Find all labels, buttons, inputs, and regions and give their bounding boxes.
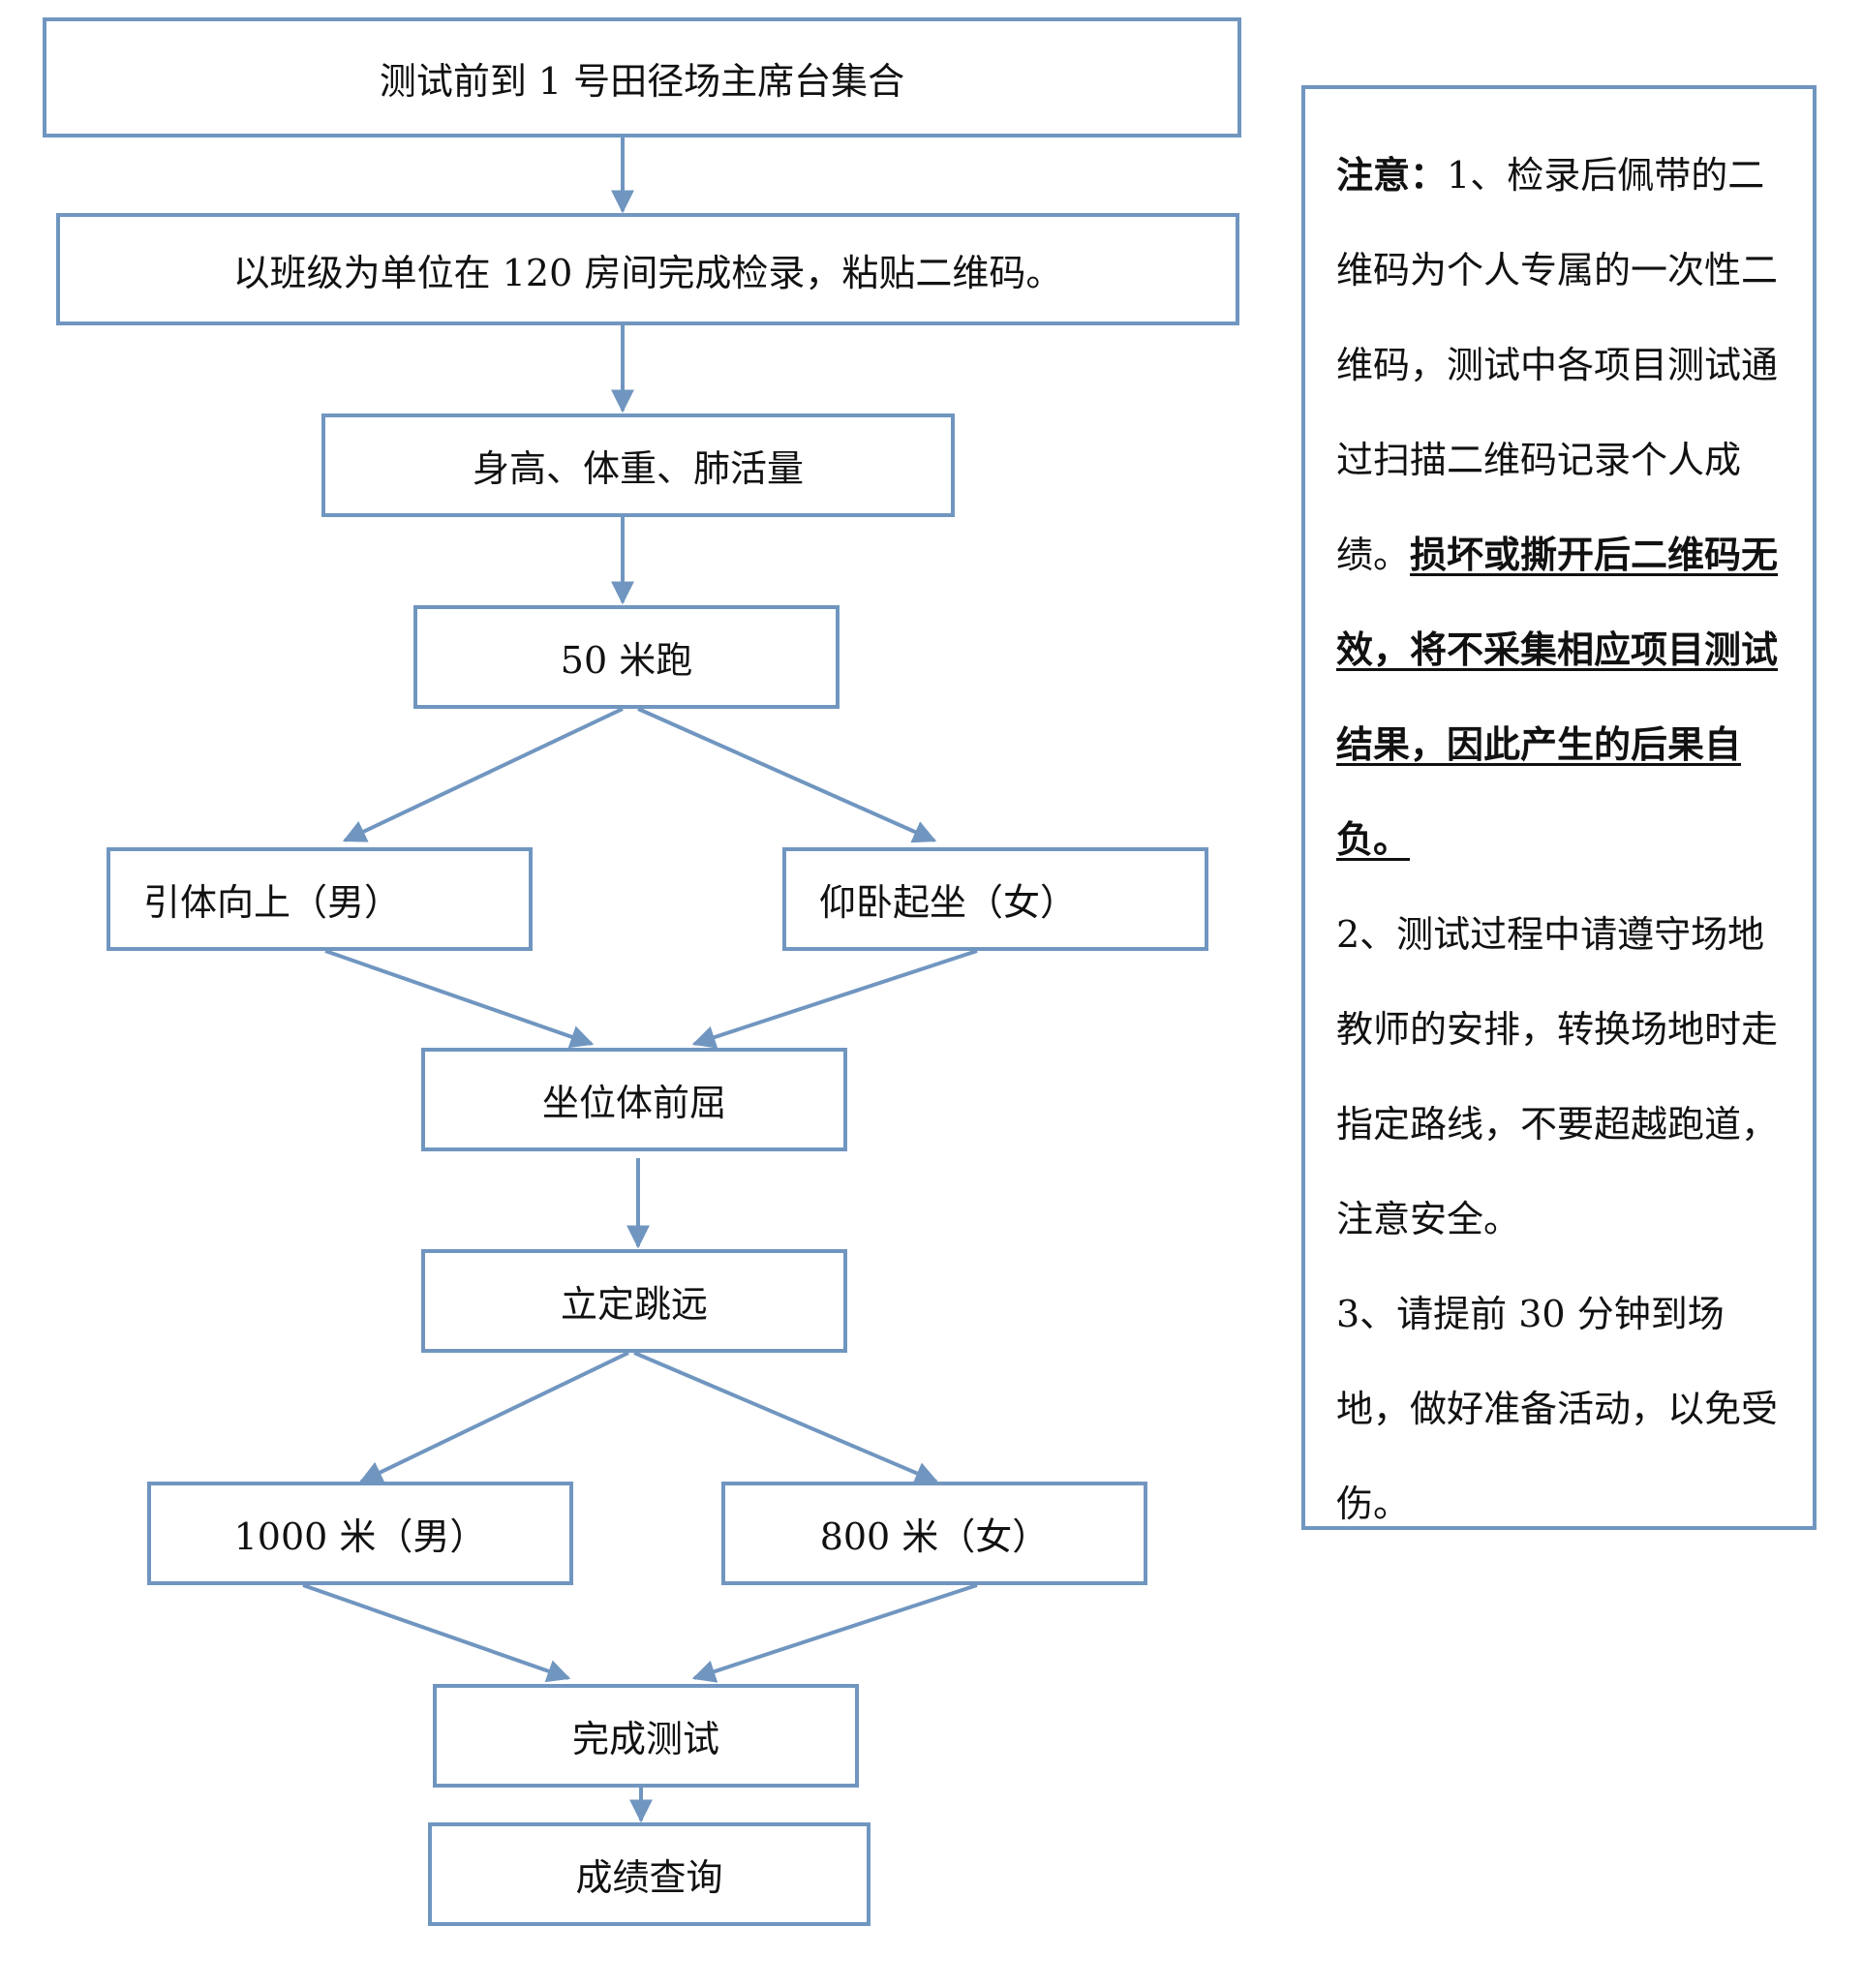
note-2: 2、测试过程中请遵守场地教师的安排，转换场地时走指定路线，不要超越跑道，注意安全…	[1336, 913, 1779, 1240]
node-body-measure: 身高、体重、肺活量	[321, 413, 955, 517]
arrow-run800-to-finish	[691, 1583, 978, 1683]
node-sit-reach: 坐位体前屈	[421, 1048, 847, 1151]
arrow-run50-to-situp	[637, 707, 937, 843]
node-pullup: 引体向上（男）	[107, 847, 533, 951]
arrow-run1000-to-finish	[302, 1583, 571, 1683]
node-finish: 完成测试	[433, 1684, 859, 1788]
arrow-run50-to-pullup	[342, 707, 624, 842]
note-3: 3、请提前 30 分钟到场地，做好准备活动，以免受伤。	[1336, 1293, 1779, 1525]
node-query: 成绩查询	[428, 1822, 870, 1926]
node-run800: 800 米（女）	[721, 1482, 1147, 1585]
notes-label: 注意：	[1336, 153, 1448, 197]
node-checkin: 以班级为单位在 120 房间完成检录，粘贴二维码。	[56, 213, 1239, 325]
note-1-warning: 损坏或撕开后二维码无效，将不采集相应项目测试结果，因此产生的后果自负。	[1336, 533, 1779, 861]
node-run50: 50 米跑	[413, 605, 840, 709]
node-run1000: 1000 米（男）	[147, 1482, 573, 1585]
node-long-jump: 立定跳远	[421, 1249, 847, 1353]
note-1: 注意：1、检录后佩带的二维码为个人专属的一次性二维码，测试中各项目测试通过扫描二…	[1336, 128, 1786, 887]
arrow-jump-to-run800	[633, 1351, 939, 1484]
arrow-pullup-to-sitreach	[324, 949, 595, 1049]
arrow-jump-to-run1000	[358, 1351, 629, 1483]
note-1-text: 1、检录后佩带的二维码为个人专属的一次性二维码，测试中各项目测试通过扫描二维码记…	[1336, 154, 1779, 576]
node-situp: 仰卧起坐（女）	[782, 847, 1208, 951]
arrow-situp-to-sitreach	[691, 949, 978, 1049]
node-start: 测试前到 1 号田径场主席台集合	[43, 17, 1241, 138]
notes-panel: 注意：1、检录后佩带的二维码为个人专属的一次性二维码，测试中各项目测试通过扫描二…	[1301, 85, 1817, 1530]
